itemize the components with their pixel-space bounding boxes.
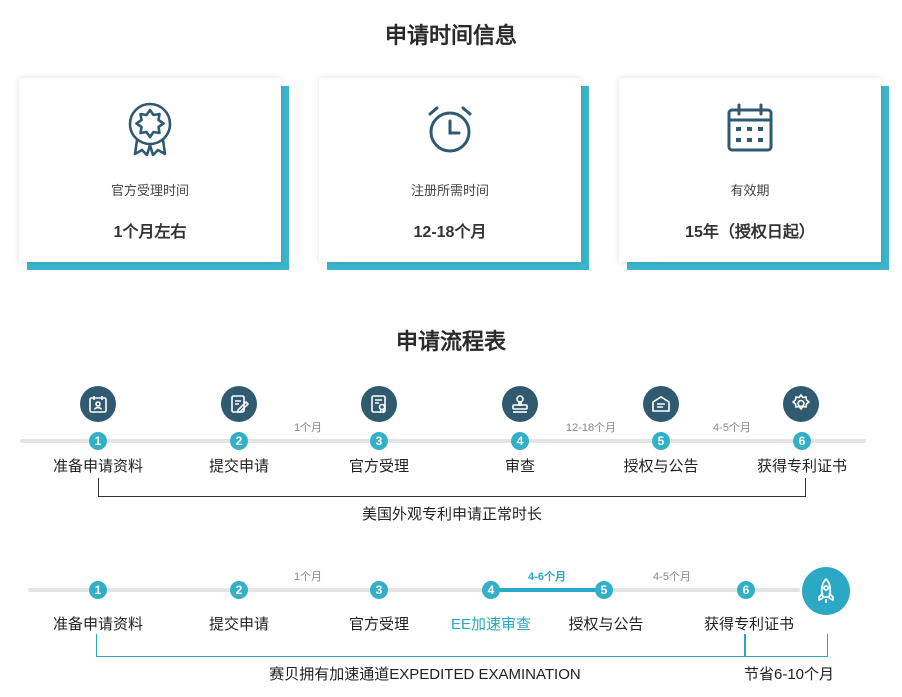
mail-notice-icon: [652, 396, 670, 412]
id-card-calendar-icon: [89, 396, 107, 413]
flow1-step4-number: 4: [511, 432, 529, 450]
flow1-track: [20, 439, 866, 443]
flow1-duration-1: 1个月: [293, 422, 323, 434]
flow2-step1-number: 1: [89, 581, 107, 599]
flow1-step2-number: 2: [230, 432, 248, 450]
flow1-step5-label: 授权与公告: [623, 458, 699, 475]
flow1-step1-icon-wrap: [80, 386, 116, 422]
card-label: 有效期: [730, 183, 770, 198]
rocket-icon: [818, 578, 834, 603]
flow1-step2-label: 提交申请: [208, 458, 269, 475]
flow1-step5-icon-wrap: [643, 386, 679, 422]
flow1-step6-number: 6: [793, 432, 811, 450]
flow2-step3-number: 3: [370, 581, 388, 599]
flow1-bracket: [98, 478, 806, 497]
flow2-duration-3: 4-5个月: [653, 571, 691, 583]
flow2-step4-number: 4: [482, 581, 500, 599]
flow2-duration-1: 1个月: [293, 571, 323, 583]
flow2-duration-2: 4-6个月: [528, 571, 566, 583]
flow1-step3-icon-wrap: [361, 386, 397, 422]
flow1-duration-3: 4-5个月: [713, 422, 751, 434]
flow2-step5-number: 5: [595, 581, 613, 599]
award-ribbon-icon: [128, 102, 172, 156]
calendar-icon: [727, 103, 773, 152]
section-title-process: 申请流程表: [395, 329, 506, 354]
flow2-bracket: [96, 634, 746, 657]
edit-document-icon: [231, 395, 249, 413]
flow2-step3-label: 官方受理: [348, 616, 409, 633]
flow2-step4-label: EE加速审查: [450, 616, 531, 633]
flow1-duration-2: 12-18个月: [565, 422, 617, 434]
flow2-step5-label: 授权与公告: [568, 616, 644, 633]
flow2-track-highlight: [492, 588, 604, 592]
flow2-step1-label: 准备申请资料: [52, 616, 143, 633]
card-value: 12-18个月: [413, 224, 487, 241]
flow1-step6-label: 获得专利证书: [756, 458, 847, 475]
flow1-step3-label: 官方受理: [348, 458, 409, 475]
info-card-acceptance-time: 官方受理时间 1个月左右: [19, 78, 289, 270]
info-card-validity: 有效期 15年（授权日起）: [619, 78, 889, 270]
badge-seal-icon: [791, 394, 811, 411]
flow1-step1-label: 准备申请资料: [52, 458, 143, 475]
flow2-step6-number: 6: [737, 581, 755, 599]
flow2-bracket-label: 赛贝拥有加速通道EXPEDITED EXAMINATION: [269, 666, 581, 683]
alarm-clock-icon: [428, 106, 472, 153]
flow1-step6-icon-wrap: [783, 386, 819, 422]
flow1-step4-icon-wrap: [502, 386, 538, 422]
info-card-registration-time: 注册所需时间 12-18个月: [319, 78, 589, 270]
flow2-track: [28, 588, 800, 592]
stamp-icon: [512, 395, 528, 413]
flow1-step1-number: 1: [89, 432, 107, 450]
flow1-step3-number: 3: [370, 432, 388, 450]
section-title-application-time: 申请时间信息: [384, 23, 517, 48]
flow2-step2-number: 2: [230, 581, 248, 599]
flow1-bracket-label: 美国外观专利申请正常时长: [361, 506, 542, 523]
flow2-saving-label: 节省6-10个月: [743, 666, 835, 683]
certificate-document-icon: [371, 395, 386, 414]
flow2-step6-label: 获得专利证书: [703, 616, 794, 633]
flow1-step5-number: 5: [652, 432, 670, 450]
flow2-rocket-wrap: [802, 567, 850, 615]
card-value: 1个月左右: [113, 224, 187, 241]
card-label: 官方受理时间: [110, 183, 189, 198]
flow2-saving-bracket: [744, 634, 828, 657]
flow1-step2-icon-wrap: [221, 386, 257, 422]
flow2-step2-label: 提交申请: [208, 616, 269, 633]
flow1-step4-label: 审查: [504, 458, 535, 475]
card-label: 注册所需时间: [410, 183, 489, 198]
card-value: 15年（授权日起）: [685, 224, 815, 241]
